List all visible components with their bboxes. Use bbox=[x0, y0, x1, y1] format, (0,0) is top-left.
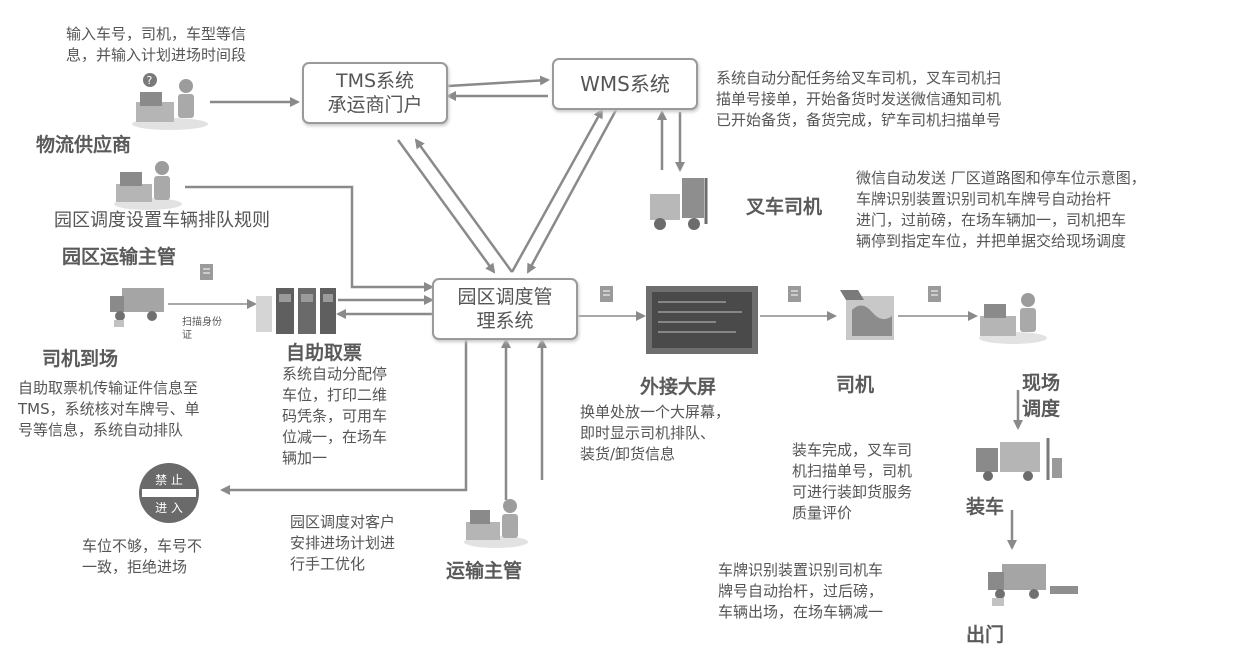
yard-subtitle: 理系统 bbox=[476, 310, 534, 332]
svg-text:?: ? bbox=[147, 74, 153, 87]
document-icon bbox=[600, 286, 613, 302]
transport-manager-workstation-icon bbox=[464, 499, 528, 548]
note-forklift-task: 系统自动分配任务给叉车司机，叉车司机扫 描单号接单，开始备货时发送微信通知司机 … bbox=[716, 69, 1002, 129]
supplier-workstation-icon: ? bbox=[132, 73, 208, 130]
big-screen-icon bbox=[646, 286, 758, 354]
arrow-tms-to-wms bbox=[447, 75, 550, 88]
document-icon bbox=[928, 286, 941, 302]
yard-title: 园区调度管 bbox=[457, 286, 553, 308]
no-entry-sign-icon: 禁 止 进 入 bbox=[139, 463, 199, 523]
truck-icon bbox=[110, 288, 164, 327]
driver-label: 司机 bbox=[836, 374, 875, 396]
note-screen-desc: 换单处放一个大屏幕， 即时显示司机排队、 装货/卸货信息 bbox=[580, 403, 731, 463]
wms-system-box: WMS系统 bbox=[552, 58, 698, 110]
arrow-yard-to-wms-a bbox=[510, 108, 604, 273]
self-ticket-label: 自助取票 bbox=[286, 342, 363, 364]
note-loading-done: 装车完成，叉车司 机扫描单号，司机 可进行装卸货服务 质量评价 bbox=[792, 441, 913, 522]
document-icon bbox=[200, 264, 213, 280]
field-dispatch-label-2: 调度 bbox=[1022, 398, 1061, 420]
field-dispatch-workstation-icon bbox=[979, 293, 1047, 344]
field-dispatch-label-1: 现场 bbox=[1022, 372, 1061, 394]
yard-system-box: 园区调度管 理系统 bbox=[432, 278, 578, 340]
tms-system-box: TMS系统 承运商门户 bbox=[302, 62, 448, 124]
no-entry-top-text: 禁 止 bbox=[155, 473, 183, 487]
note-scan-id: 扫描身份 证 bbox=[182, 317, 222, 341]
note-reject: 车位不够，车号不 一致，拒绝进场 bbox=[82, 537, 203, 576]
note-exit-desc: 车牌识别装置识别司机车 牌号自动抬杆，过后磅， 车辆出场，在场车辆减一 bbox=[718, 561, 884, 621]
arrow-wms-to-yard-b bbox=[526, 109, 618, 274]
arrow-manager-to-yard bbox=[185, 185, 434, 292]
tms-title: TMS系统 bbox=[335, 70, 415, 92]
note-ticket-assign: 系统自动分配停 车位，打印二维 码凭条，可用车 位减一，在场车 辆加一 bbox=[282, 365, 388, 467]
wms-title: WMS系统 bbox=[580, 72, 670, 96]
note-self-ticket-desc: 自助取票机传输证件信息至 TMS，系统核对车牌号、单 号等信息，系统自动排队 bbox=[18, 379, 200, 439]
no-entry-bottom-text: 进 入 bbox=[155, 501, 183, 515]
yard-manager-label: 园区运输主管 bbox=[62, 246, 177, 268]
note-manual-opt: 园区调度对客户 安排进场计划进 行手工优化 bbox=[290, 513, 396, 573]
transport-manager-label: 运输主管 bbox=[446, 560, 523, 582]
driver-arrive-label: 司机到场 bbox=[42, 348, 119, 370]
note-supplier-input: 输入车号，司机，车型等信 息，并输入计划进场时间段 bbox=[66, 25, 247, 64]
ticket-kiosk-icon bbox=[256, 288, 336, 334]
loading-label: 装车 bbox=[966, 496, 1005, 518]
exit-label: 出门 bbox=[966, 624, 1005, 646]
driver-map-icon bbox=[840, 290, 894, 340]
note-queue-rule: 园区调度设置车辆排队规则 bbox=[54, 210, 270, 231]
arrow-yard-to-reject bbox=[220, 340, 468, 495]
document-icon bbox=[788, 286, 801, 302]
tms-subtitle: 承运商门户 bbox=[327, 94, 423, 116]
exit-truck-icon bbox=[988, 564, 1078, 606]
arrow-yard-to-tms-b bbox=[414, 138, 514, 273]
yard-manager-workstation-icon bbox=[114, 161, 182, 210]
note-wechat-route: 微信自动发送 厂区道路图和停车位示意图， 车牌识别装置识别司机车牌号自动抬杆 进… bbox=[856, 169, 1146, 250]
supplier-label: 物流供应商 bbox=[36, 134, 132, 156]
forklift-driver-label: 叉车司机 bbox=[746, 196, 823, 218]
loading-truck-icon bbox=[976, 438, 1062, 481]
arrow-tms-to-yard-a bbox=[396, 139, 496, 274]
big-screen-label: 外接大屏 bbox=[640, 376, 717, 398]
forklift-icon bbox=[650, 178, 708, 230]
